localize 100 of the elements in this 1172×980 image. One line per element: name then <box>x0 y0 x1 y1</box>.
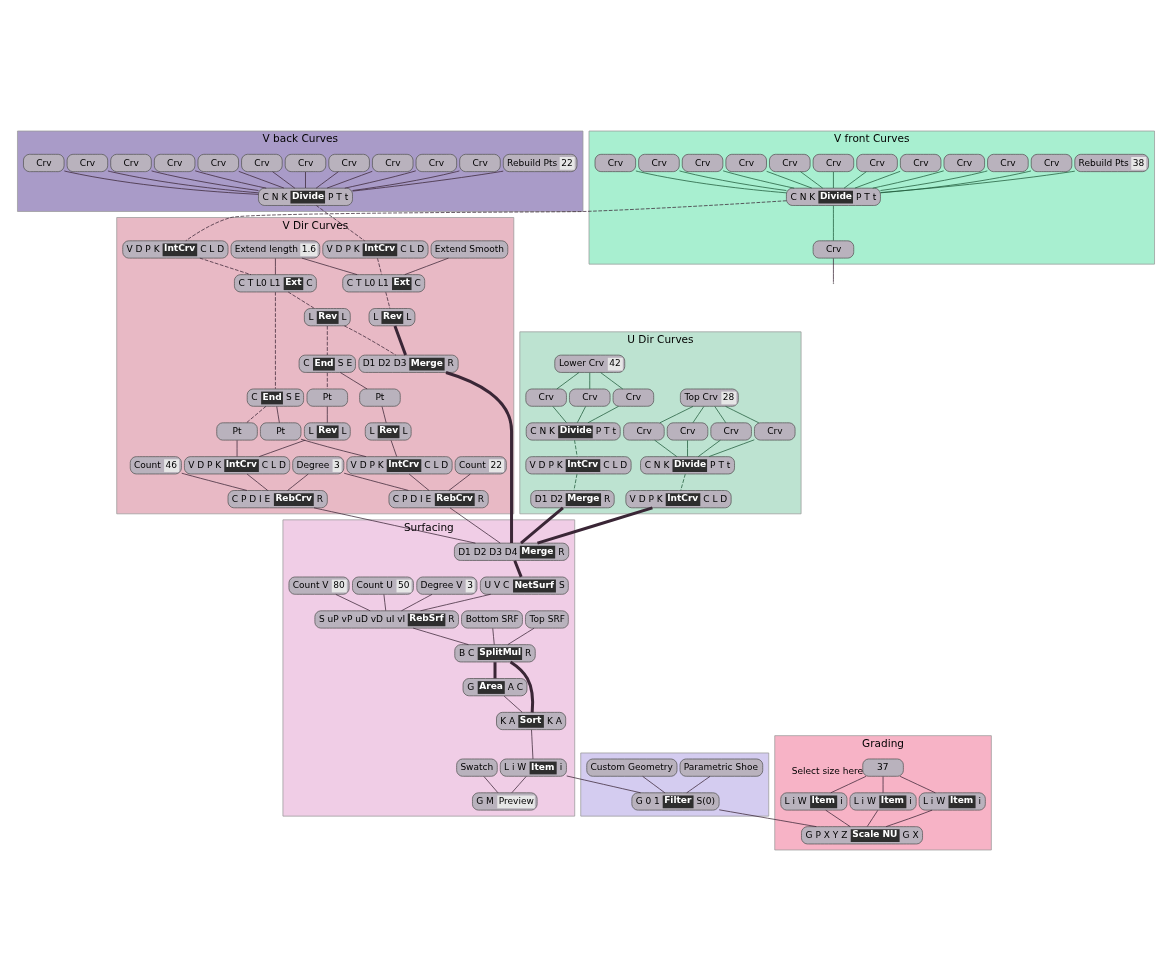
connector <box>316 204 365 241</box>
connector <box>507 627 535 645</box>
connector <box>589 371 591 389</box>
connector <box>408 473 430 491</box>
connector <box>697 439 721 457</box>
connector <box>679 170 787 191</box>
connector <box>315 170 339 189</box>
connector <box>880 170 988 191</box>
node-box: Crv <box>525 388 567 407</box>
connector <box>654 439 678 457</box>
connector <box>833 204 834 241</box>
node-box: Crv <box>372 153 414 172</box>
connector <box>275 257 276 275</box>
node-box: Crv <box>415 153 458 172</box>
connector <box>880 170 1032 193</box>
node-box: Crv <box>725 153 767 172</box>
connector <box>537 505 653 545</box>
node-box: Crv <box>638 153 680 172</box>
connector <box>509 660 535 712</box>
connector <box>339 371 368 389</box>
node-box: Pt <box>216 421 258 440</box>
cluster <box>580 752 770 816</box>
connector <box>687 439 688 457</box>
node-box: Crv <box>110 153 152 172</box>
connector <box>181 472 248 491</box>
node-box: Crv <box>153 153 196 172</box>
connector <box>258 439 306 457</box>
connector <box>393 324 407 356</box>
connector <box>236 439 238 457</box>
connector <box>404 257 449 275</box>
node-box: Crv <box>328 153 370 172</box>
connector <box>692 405 705 423</box>
node-box: Crv <box>459 153 501 172</box>
connector <box>377 257 382 275</box>
node-box: Pt <box>260 421 302 440</box>
connector <box>531 728 534 759</box>
node-box: Top SRF <box>525 609 569 628</box>
connector <box>830 775 867 793</box>
connector <box>185 199 787 241</box>
connector <box>305 171 306 188</box>
connector <box>574 439 578 457</box>
connector <box>199 257 252 275</box>
connector <box>714 405 727 423</box>
node-box: Pt <box>306 388 348 407</box>
connector <box>151 170 259 191</box>
connector <box>275 291 276 389</box>
connector <box>642 775 666 793</box>
connector <box>882 775 884 793</box>
connector <box>343 472 409 491</box>
connector <box>766 170 813 188</box>
connector <box>390 439 398 457</box>
connector <box>449 507 501 543</box>
connector <box>246 405 267 423</box>
node-box: Crv <box>594 153 636 172</box>
connector <box>272 170 296 189</box>
node-box: Crv <box>899 153 942 172</box>
node-box: Crv <box>812 239 855 258</box>
connector <box>680 473 686 491</box>
node-box: Crv <box>943 153 985 172</box>
connector <box>880 170 1076 193</box>
connector <box>556 371 580 389</box>
node-box: Extend Smooth <box>430 239 509 258</box>
connector <box>513 559 523 577</box>
node-box: Crv <box>856 153 898 172</box>
node-label: Select size here <box>791 765 864 776</box>
connector <box>401 593 433 611</box>
connector <box>659 405 694 423</box>
node-box: Crv <box>710 421 752 440</box>
connector <box>194 169 267 189</box>
node-box: Crv <box>1030 153 1073 172</box>
connector <box>352 170 504 191</box>
node-box: Crv <box>666 421 709 440</box>
connector <box>800 170 824 189</box>
node-box: Crv <box>66 153 109 172</box>
connector <box>833 171 834 188</box>
node-box: Crv <box>612 388 655 407</box>
node-box: Custom Geometry <box>586 758 678 777</box>
connector <box>63 170 259 195</box>
node-box: Crv <box>754 421 796 440</box>
connector <box>107 170 259 193</box>
connector <box>352 170 460 191</box>
connector <box>300 438 367 457</box>
node-box: 37 <box>862 758 904 777</box>
connector <box>576 405 586 423</box>
connector <box>600 371 624 389</box>
connector <box>566 775 641 793</box>
connector <box>725 405 760 423</box>
node-box: Crv <box>681 153 724 172</box>
connector <box>420 593 492 611</box>
connector <box>276 405 280 423</box>
connector <box>573 473 578 491</box>
connector <box>383 593 387 611</box>
node-box: Crv <box>23 153 65 172</box>
connector <box>899 775 936 793</box>
node-box: Crv <box>241 153 283 172</box>
connector <box>511 775 527 793</box>
node-box: Crv <box>987 153 1029 172</box>
connector <box>313 506 476 543</box>
connector <box>385 291 391 309</box>
connector <box>335 593 371 611</box>
